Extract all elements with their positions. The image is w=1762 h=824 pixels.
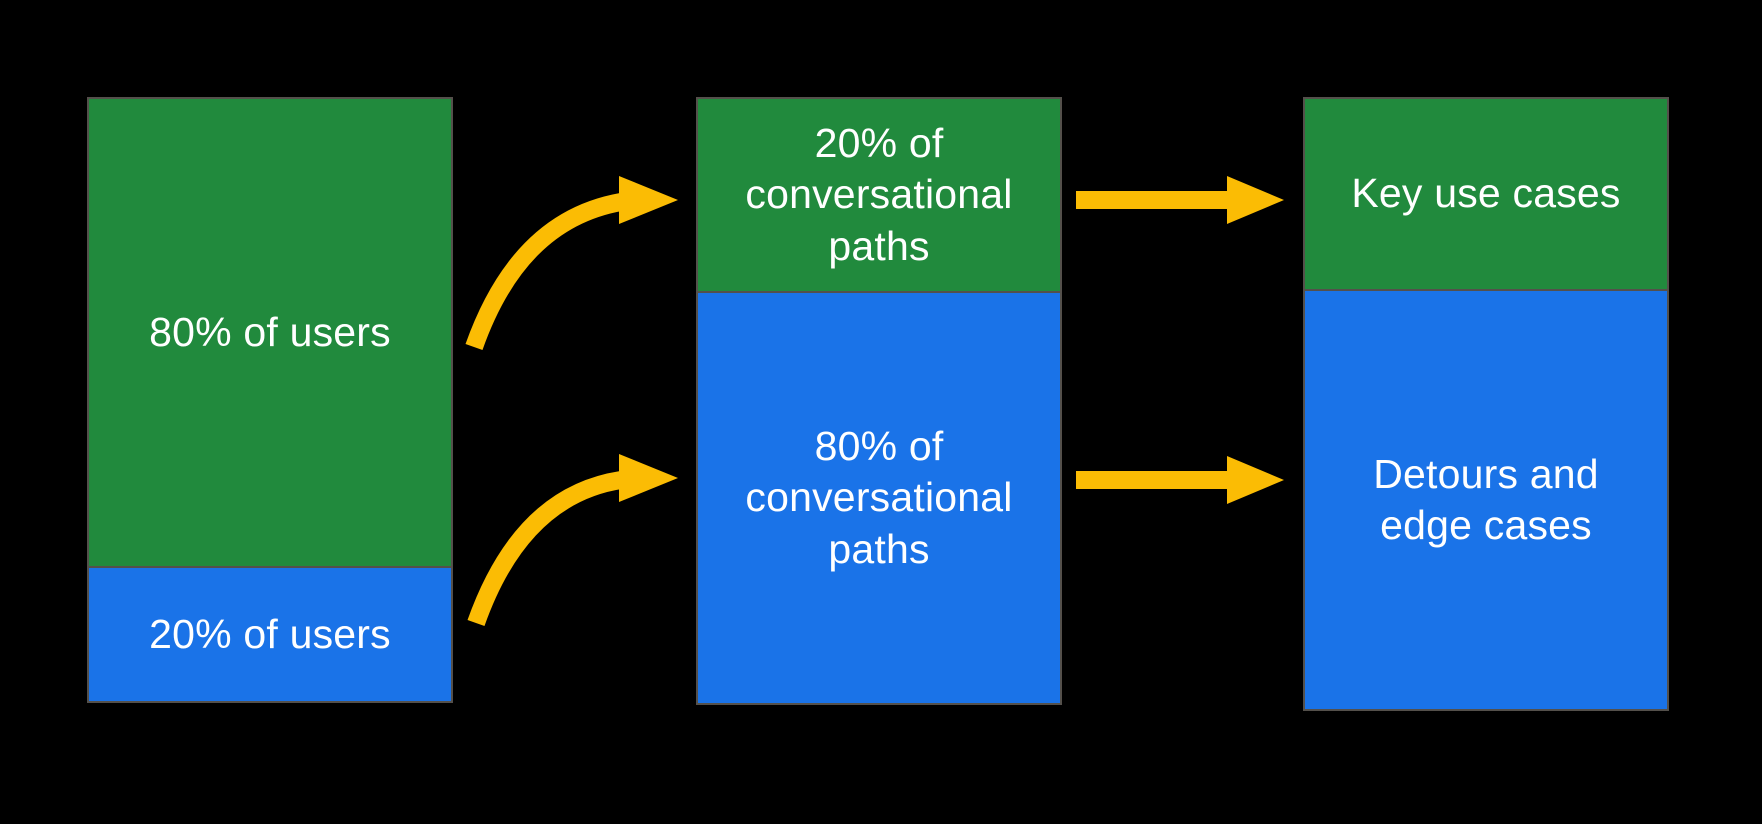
key-use-cases-segment: Key use cases <box>1305 99 1667 289</box>
users-column: 80% of users 20% of users <box>87 97 453 703</box>
straight-arrow-paths80-to-detours-icon <box>1076 456 1284 504</box>
users-80-label: 80% of users <box>149 308 391 355</box>
users-20-label: 20% of users <box>149 610 391 657</box>
detours-edge-cases-segment: Detours and edge cases <box>1305 289 1667 709</box>
detours-edge-cases-label: Detours and edge cases <box>1373 450 1599 548</box>
straight-arrow-paths20-to-keycases-icon <box>1076 176 1284 224</box>
users-80-segment: 80% of users <box>89 99 451 566</box>
users-20-segment: 20% of users <box>89 566 451 701</box>
conversational-paths-column: 20% of conversational paths 80% of conve… <box>696 97 1062 705</box>
curved-arrow-users80-to-paths20-icon <box>465 176 678 351</box>
paths-80-segment: 80% of conversational paths <box>698 291 1060 703</box>
outcomes-column: Key use cases Detours and edge cases <box>1303 97 1669 711</box>
paths-20-segment: 20% of conversational paths <box>698 99 1060 291</box>
paths-20-label: 20% of conversational paths <box>745 120 1013 269</box>
key-use-cases-label: Key use cases <box>1351 170 1621 217</box>
curved-arrow-users20-to-paths80-icon <box>467 454 678 627</box>
paths-80-label: 80% of conversational paths <box>745 423 1013 572</box>
